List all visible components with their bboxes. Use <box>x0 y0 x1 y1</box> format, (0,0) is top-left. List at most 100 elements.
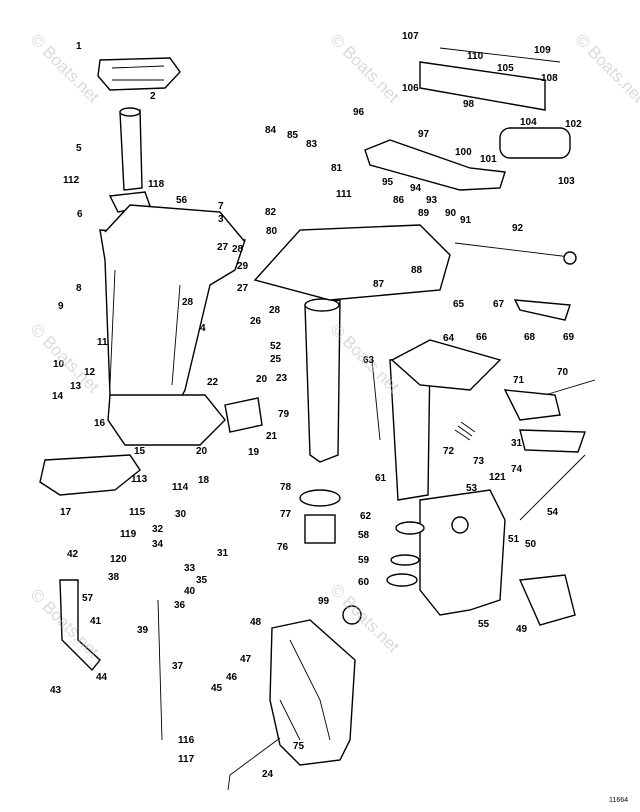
part-grip <box>499 127 571 159</box>
part-label-23: 23 <box>276 373 288 384</box>
part-label-121: 121 <box>489 472 506 483</box>
part-label-110: 110 <box>467 51 484 62</box>
part-gasket <box>97 57 181 91</box>
part-label-105: 105 <box>497 63 514 74</box>
part-label-28b: 28 <box>182 297 194 308</box>
part-label-98: 98 <box>463 99 475 110</box>
part-label-59: 59 <box>358 555 370 566</box>
part-label-25: 25 <box>270 354 282 365</box>
part-label-117: 117 <box>178 754 195 765</box>
part-label-56: 56 <box>176 195 188 206</box>
part-label-92: 92 <box>512 223 524 234</box>
part-label-37: 37 <box>172 661 184 672</box>
part-label-33: 33 <box>184 563 196 574</box>
part-side-cover <box>39 454 141 496</box>
part-label-116: 116 <box>178 735 195 746</box>
part-label-3: 3 <box>218 214 224 225</box>
part-label-22: 22 <box>207 377 219 388</box>
part-label-79: 79 <box>278 409 290 420</box>
part-label-52: 52 <box>270 341 282 352</box>
part-label-26: 26 <box>250 316 262 327</box>
part-label-72: 72 <box>443 446 455 457</box>
part-label-74: 74 <box>511 464 523 475</box>
part-label-40: 40 <box>184 586 196 597</box>
part-label-65: 65 <box>453 299 465 310</box>
part-label-119: 119 <box>120 529 137 540</box>
part-label-55: 55 <box>478 619 490 630</box>
part-label-46: 46 <box>226 672 238 683</box>
part-label-67: 67 <box>493 299 505 310</box>
part-label-94: 94 <box>410 183 422 194</box>
part-label-47: 47 <box>240 654 252 665</box>
part-label-10: 10 <box>53 359 65 370</box>
part-label-69: 69 <box>563 332 575 343</box>
part-label-50: 50 <box>525 539 537 550</box>
part-label-31: 31 <box>217 548 229 559</box>
part-label-78: 78 <box>280 482 292 493</box>
part-label-17: 17 <box>60 507 72 518</box>
part-label-89: 89 <box>418 208 430 219</box>
part-label-83: 83 <box>306 139 318 150</box>
part-label-31b: 31 <box>511 438 523 449</box>
part-label-21: 21 <box>266 431 278 442</box>
part-label-36: 36 <box>174 600 186 611</box>
part-label-106: 106 <box>402 83 419 94</box>
part-label-2: 2 <box>150 91 156 102</box>
part-label-84: 84 <box>265 125 277 136</box>
part-label-49: 49 <box>516 624 528 635</box>
part-label-28: 28 <box>232 244 244 255</box>
part-label-12: 12 <box>84 367 96 378</box>
part-label-112: 112 <box>63 175 80 186</box>
part-label-73: 73 <box>473 456 485 467</box>
part-label-113: 113 <box>131 474 148 485</box>
part-label-35: 35 <box>196 575 208 586</box>
part-label-8: 8 <box>76 283 82 294</box>
part-label-76: 76 <box>277 542 289 553</box>
part-label-93: 93 <box>426 195 438 206</box>
part-label-60: 60 <box>358 577 370 588</box>
part-label-118: 118 <box>148 179 165 190</box>
part-label-19: 19 <box>248 447 260 458</box>
part-label-95: 95 <box>382 177 394 188</box>
part-label-30: 30 <box>175 509 187 520</box>
part-label-5: 5 <box>76 143 82 154</box>
part-label-53: 53 <box>466 483 478 494</box>
part-label-24: 24 <box>262 769 274 780</box>
part-label-87: 87 <box>373 279 385 290</box>
part-label-1: 1 <box>76 41 82 52</box>
part-label-82: 82 <box>265 207 277 218</box>
part-label-88: 88 <box>411 265 423 276</box>
part-label-51: 51 <box>508 534 520 545</box>
part-label-41: 41 <box>90 616 102 627</box>
part-label-77: 77 <box>280 509 292 520</box>
part-label-32: 32 <box>152 524 164 535</box>
part-label-38: 38 <box>108 572 120 583</box>
drawing-code: 11664 <box>609 797 628 804</box>
part-label-85: 85 <box>287 130 299 141</box>
part-label-34: 34 <box>152 539 164 550</box>
part-label-42: 42 <box>67 549 79 560</box>
part-label-54: 54 <box>547 507 559 518</box>
part-label-27b: 27 <box>237 283 249 294</box>
part-label-27: 27 <box>217 242 229 253</box>
part-label-114: 114 <box>172 482 189 493</box>
part-label-103: 103 <box>558 176 575 187</box>
part-label-61: 61 <box>375 473 387 484</box>
part-label-13: 13 <box>70 381 82 392</box>
part-label-120: 120 <box>110 554 127 565</box>
part-label-63: 63 <box>363 355 375 366</box>
part-label-108: 108 <box>541 73 558 84</box>
part-label-70: 70 <box>557 367 569 378</box>
part-label-104: 104 <box>520 117 537 128</box>
part-swivel-bracket <box>419 489 506 616</box>
part-label-101: 101 <box>480 154 497 165</box>
part-label-45: 45 <box>211 683 223 694</box>
part-label-20b: 20 <box>256 374 268 385</box>
part-label-48: 48 <box>250 617 262 628</box>
part-label-28c: 28 <box>269 305 281 316</box>
part-label-71: 71 <box>513 375 525 386</box>
part-label-96: 96 <box>353 107 365 118</box>
part-label-100: 100 <box>455 147 472 158</box>
